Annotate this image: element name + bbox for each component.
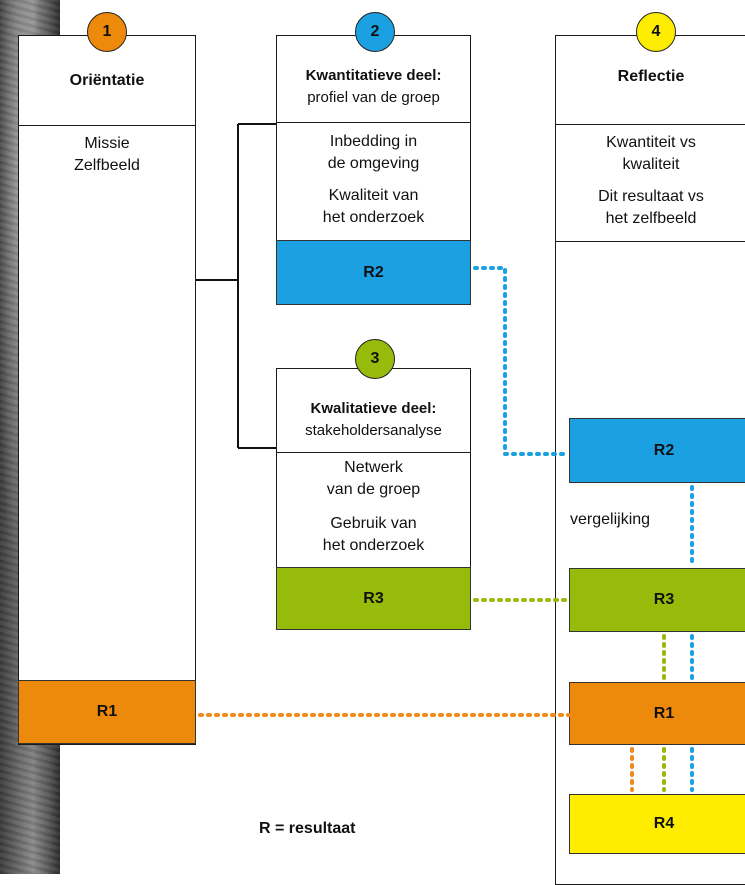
bracket-connector xyxy=(196,123,276,449)
step1-number-badge: 1 xyxy=(87,12,127,52)
step2-item1-line2: de omgeving xyxy=(327,155,420,172)
step2-number-badge: 2 xyxy=(355,12,395,52)
step2-item2-line2: het onderzoek xyxy=(322,209,425,226)
step1-result-r1: R1 xyxy=(18,680,196,744)
step2-title-rest: profiel van de groep xyxy=(307,89,440,106)
step3-title-bold: Kwalitatieve deel: xyxy=(310,400,437,417)
comparison-label: vergelijking xyxy=(570,511,651,528)
step1-divider xyxy=(19,125,195,126)
step1-title: Oriëntatie xyxy=(69,72,145,89)
step1-column: Oriëntatie Missie Zelfbeeld xyxy=(18,35,196,745)
step1-item-missie: Missie xyxy=(84,135,130,152)
step4-divider-top xyxy=(556,124,745,125)
step4-title: Reflectie xyxy=(617,68,685,85)
step3-item1-line1: Netwerk xyxy=(344,459,403,476)
legend-text: R = resultaat xyxy=(259,820,356,837)
step4-item2-line2: het zelfbeeld xyxy=(605,210,697,227)
step2-divider xyxy=(277,122,470,123)
step4-item1-line2: kwaliteit xyxy=(622,156,680,173)
dotted-link-r2 xyxy=(473,266,571,456)
step2-result-r2: R2 xyxy=(276,240,471,305)
step3-item2-line2: het onderzoek xyxy=(322,537,425,554)
step4-item1-line1: Kwantiteit vs xyxy=(606,134,696,151)
step4-number-badge: 4 xyxy=(636,12,676,52)
step3-item2-line1: Gebruik van xyxy=(330,515,417,532)
step4-item2-line1: Dit resultaat vs xyxy=(598,188,704,205)
step4-divider-bottom xyxy=(556,241,745,242)
step2-item1-line1: Inbedding in xyxy=(329,133,418,150)
step4-result-r3: R3 xyxy=(569,568,745,632)
step4-result-r2: R2 xyxy=(569,418,745,483)
step4-result-r4: R4 xyxy=(569,794,745,854)
step2-item2-line1: Kwaliteit van xyxy=(328,187,419,204)
step3-number-badge: 3 xyxy=(355,339,395,379)
step3-divider xyxy=(277,452,470,453)
step3-item1-line2: van de groep xyxy=(326,481,421,498)
step3-result-r3: R3 xyxy=(276,567,471,630)
step3-title-rest: stakeholdersanalyse xyxy=(305,422,442,439)
step2-title-bold: Kwantitatieve deel: xyxy=(305,67,442,84)
step4-result-r1: R1 xyxy=(569,682,745,745)
step1-item-zelfbeeld: Zelfbeeld xyxy=(74,157,140,174)
